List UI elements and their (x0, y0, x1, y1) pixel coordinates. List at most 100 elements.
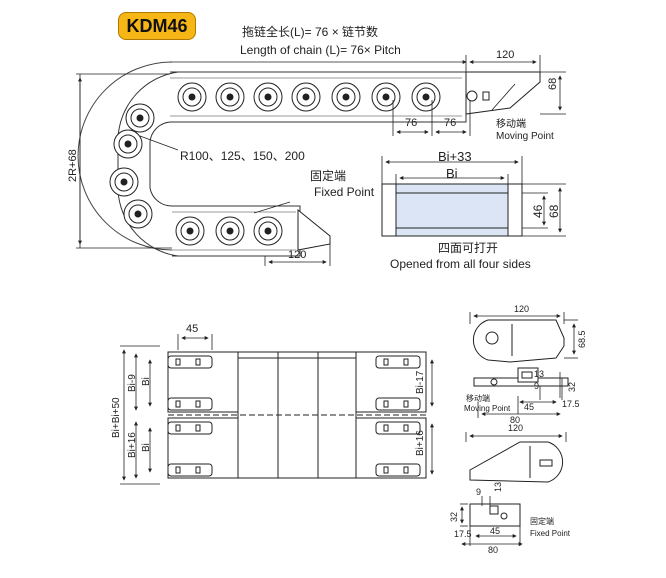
moving-bracket-45: 45 (524, 402, 535, 412)
mounting-slot (403, 358, 409, 366)
mounting-plate (375, 463, 421, 477)
dim-45-plan: 45 (186, 323, 199, 335)
length-formula-cn: 拖链全长(L)= 76 × 链节数 (242, 25, 379, 39)
moving-point-en: Moving Point (496, 131, 554, 142)
pitch-dim-2: 76 (444, 117, 457, 129)
pitch-dim-1: 76 (405, 117, 418, 129)
dim-bi-bottom: Bi (141, 443, 152, 452)
chain-roller (134, 210, 142, 218)
chain-roller (342, 93, 350, 101)
mounting-slot (175, 358, 181, 366)
bend-radius-label: R100、125、150、200 (180, 149, 305, 163)
fixed-bracket-9: 9 (476, 487, 482, 497)
chain-roller (264, 93, 272, 101)
dim-68-right: 68 (547, 77, 559, 90)
moving-bracket-label-en: Moving Point (464, 404, 511, 413)
dim-2r-68: 2R+68 (67, 149, 79, 182)
plan-view-dims (120, 334, 434, 485)
chain-roller (422, 93, 430, 101)
mounting-plate (167, 421, 213, 435)
chain-roller (186, 227, 194, 235)
plan-view-plates (167, 355, 421, 477)
open-four-sides-en: Opened from all four sides (390, 257, 531, 271)
mounting-slot (195, 400, 201, 408)
moving-bracket-side (472, 319, 565, 363)
chain-top-view (77, 61, 467, 257)
moving-bracket-plan (473, 367, 569, 387)
mounting-plate (375, 421, 421, 435)
mounting-slot (195, 358, 201, 366)
mounting-slot (383, 424, 389, 432)
mounting-slot (383, 358, 389, 366)
dim-68: 68 (547, 204, 561, 218)
mounting-slot (175, 400, 181, 408)
mounting-slot (175, 466, 181, 474)
mounting-plate (167, 397, 213, 411)
moving-bracket-height: 68.5 (577, 330, 587, 348)
length-formula-en: Length of chain (L)= 76× Pitch (240, 43, 401, 57)
dim-bi-16-right: Bi+16 (415, 430, 426, 456)
moving-bracket-label-cn: 移动端 (466, 394, 490, 403)
chain-roller (302, 93, 310, 101)
mounting-slot (403, 424, 409, 432)
fixed-bracket-45: 45 (490, 526, 501, 536)
fixed-bracket-17-5: 17.5 (454, 529, 472, 539)
dim-bi-17: Bi-17 (415, 370, 426, 394)
mounting-plate (167, 463, 213, 477)
fixed-bracket-label-cn: 固定端 (530, 517, 554, 526)
moving-end-bracket-top (465, 71, 541, 115)
fixed-bracket-13: 13 (493, 481, 503, 492)
moving-bracket-17-5: 17.5 (562, 399, 580, 409)
fixed-bracket-plan (469, 503, 521, 527)
moving-point-cn: 移动端 (496, 119, 526, 130)
moving-bracket-13: 13 (534, 369, 545, 379)
plan-view (167, 351, 427, 479)
fixed-point-cn: 固定端 (310, 169, 347, 183)
chain-top-rollers (109, 82, 441, 246)
moving-bracket-dims (469, 312, 578, 418)
mounting-plate (375, 355, 421, 369)
dim-bi: Bi (446, 166, 458, 181)
mounting-slot (195, 466, 201, 474)
dim-120-bottom: 120 (288, 249, 307, 261)
cross-section (381, 183, 523, 237)
model-badge: KDM46 (118, 12, 196, 40)
dim-bi-top: Bi (141, 377, 152, 386)
mounting-plate (375, 397, 421, 411)
moving-bracket-width: 120 (514, 304, 530, 314)
dim-46: 46 (531, 204, 545, 218)
moving-bracket-9: 9 (534, 381, 540, 391)
dim-bi-33: Bi+33 (438, 149, 472, 164)
moving-bracket-80: 80 (510, 415, 521, 425)
chain-roller (264, 227, 272, 235)
mounting-slot (383, 466, 389, 474)
mounting-slot (403, 400, 409, 408)
dim-120-top: 120 (496, 49, 515, 61)
fixed-bracket-label-en: Fixed Point (530, 529, 571, 538)
chain-roller (188, 93, 196, 101)
fixed-bracket-dims (460, 432, 567, 546)
mounting-plate (167, 355, 213, 369)
fixed-end-bracket-top (297, 208, 331, 251)
chain-roller (136, 114, 144, 122)
chain-roller (226, 227, 234, 235)
dim-bi-16-left: Bi+16 (127, 432, 138, 458)
mounting-slot (175, 424, 181, 432)
chain-roller (382, 93, 390, 101)
chain-roller (124, 140, 132, 148)
moving-bracket-32: 32 (567, 381, 577, 392)
open-four-sides-cn: 四面可打开 (438, 241, 499, 255)
fixed-bracket-32: 32 (449, 511, 459, 522)
mounting-slot (195, 424, 201, 432)
mounting-slot (403, 466, 409, 474)
fixed-point-en: Fixed Point (314, 185, 375, 199)
dim-bi-9: Bi-9 (127, 374, 138, 392)
fixed-bracket-side (469, 441, 564, 483)
dim-bi-bi-50: Bi+Bi+50 (111, 397, 122, 438)
chain-roller (120, 178, 128, 186)
mounting-slot (383, 400, 389, 408)
fixed-bracket-width: 120 (508, 423, 524, 433)
cross-section-dims (381, 156, 566, 237)
